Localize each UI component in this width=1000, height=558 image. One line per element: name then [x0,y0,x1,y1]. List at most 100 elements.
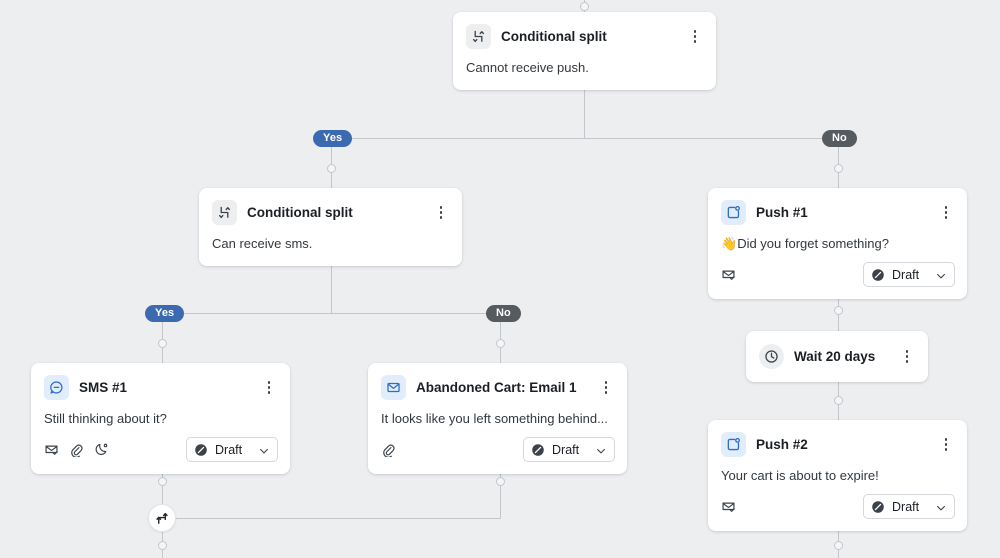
wave-emoji: 👋 [721,236,738,251]
draft-status-icon [871,500,885,514]
node-menu-button[interactable] [898,348,916,366]
node-menu-button[interactable] [260,379,278,397]
branch-label-yes-split1[interactable]: Yes [313,130,353,147]
edge-dot-top [580,2,589,11]
node-menu-button[interactable] [937,204,955,222]
push-icon [721,200,746,225]
node-title: SMS #1 [79,380,128,395]
node-description: Still thinking about it? [44,411,167,426]
node-conditional-split-2[interactable]: Conditional split Can receive sms. [199,188,462,266]
card-header: Push #1 [708,188,967,235]
node-description: Cannot receive push. [466,60,589,75]
edge-split2-down [331,262,332,314]
merge-node[interactable] [148,504,176,532]
node-description: It looks like you left something behind.… [381,411,608,426]
clock-icon [759,344,784,369]
edge-push2-down [838,523,839,558]
split-icon [212,200,237,225]
status-dropdown-push-1[interactable]: Draft [863,262,955,287]
node-title: Push #1 [756,205,808,220]
card-footer: Draft [708,262,967,299]
edge-split1-no [838,138,839,188]
envelope-check-icon [721,267,736,282]
node-title: Abandoned Cart: Email 1 [416,380,577,395]
chevron-down-icon [258,444,270,456]
node-sms-1[interactable]: SMS #1 Still thinking about it? [31,363,290,474]
draft-status-icon [871,268,885,282]
node-title: Wait 20 days [794,349,876,364]
edge-dot-wait-push2 [834,396,843,405]
node-description-text: Did you forget something? [737,236,889,251]
node-push-2[interactable]: Push #2 Your cart is about to expire! [708,420,967,531]
edge-split2-bus [162,313,500,314]
node-menu-button[interactable] [937,436,955,454]
draft-status-icon [194,443,208,457]
branch-label-no-split2[interactable]: No [486,305,521,322]
card-header: SMS #1 [31,363,290,410]
status-dropdown-push-2[interactable]: Draft [863,494,955,519]
split-icon [466,24,491,49]
edge-split1-yes [331,138,332,188]
edge-dot-split1-yes [327,164,336,173]
branch-label-yes-split2[interactable]: Yes [145,305,185,322]
edge-split2-no [500,313,501,363]
node-description: Can receive sms. [212,236,313,251]
chevron-down-icon [935,501,947,513]
edge-dot-sms1-merge [158,477,167,486]
card-header: Conditional split [199,188,462,235]
edge-split1-down [584,86,585,139]
node-menu-button[interactable] [597,379,615,397]
edge-split1-bus [331,138,838,139]
card-header: Push #2 [708,420,967,467]
node-menu-button[interactable] [432,204,450,222]
node-email-1[interactable]: Abandoned Cart: Email 1 It looks like yo… [368,363,627,474]
card-footer: Draft [368,437,627,474]
edge-dot-push1-wait [834,306,843,315]
edge-dot-push2-down [834,541,843,550]
node-conditional-split-1[interactable]: Conditional split Cannot receive push. [453,12,716,90]
node-description: Your cart is about to expire! [721,468,879,483]
card-header: Abandoned Cart: Email 1 [368,363,627,410]
branch-label-no-split1[interactable]: No [822,130,857,147]
edge-split2-yes [162,313,163,363]
edge-dot-split1-no [834,164,843,173]
footer-icon-group [44,442,109,457]
edge-email1-into-merge [176,518,501,519]
node-wait[interactable]: Wait 20 days [746,331,928,382]
status-value: Draft [892,267,920,282]
sms-icon [44,375,69,400]
edge-email1-down [500,466,501,518]
node-title: Push #2 [756,437,808,452]
email-icon [381,375,406,400]
merge-icon [155,511,170,526]
quiet-hours-moon-icon [94,442,109,457]
footer-icon-group [381,442,396,457]
footer-icon-group [721,499,736,514]
card-footer: Draft [31,437,290,474]
node-title: Conditional split [247,205,353,220]
paperclip-icon [69,442,84,457]
edge-dot-split2-yes [158,339,167,348]
node-menu-button[interactable] [686,28,704,46]
card-footer: Draft [708,494,967,531]
draft-status-icon [531,443,545,457]
node-title: Conditional split [501,29,607,44]
push-icon [721,432,746,457]
status-value: Draft [215,442,243,457]
status-dropdown-sms-1[interactable]: Draft [186,437,278,462]
footer-icon-group [721,267,736,282]
chevron-down-icon [935,269,947,281]
card-header: Wait 20 days [746,331,928,382]
envelope-check-icon [44,442,59,457]
paperclip-icon [381,442,396,457]
edge-dot-email1-down [496,477,505,486]
node-description: 👋Did you forget something? [708,235,967,262]
edge-dot-split2-no [496,339,505,348]
envelope-check-icon [721,499,736,514]
chevron-down-icon [595,444,607,456]
status-value: Draft [892,499,920,514]
status-dropdown-email-1[interactable]: Draft [523,437,615,462]
node-push-1[interactable]: Push #1 👋Did you forget something? [708,188,967,299]
edge-dot-merge-down [158,541,167,550]
